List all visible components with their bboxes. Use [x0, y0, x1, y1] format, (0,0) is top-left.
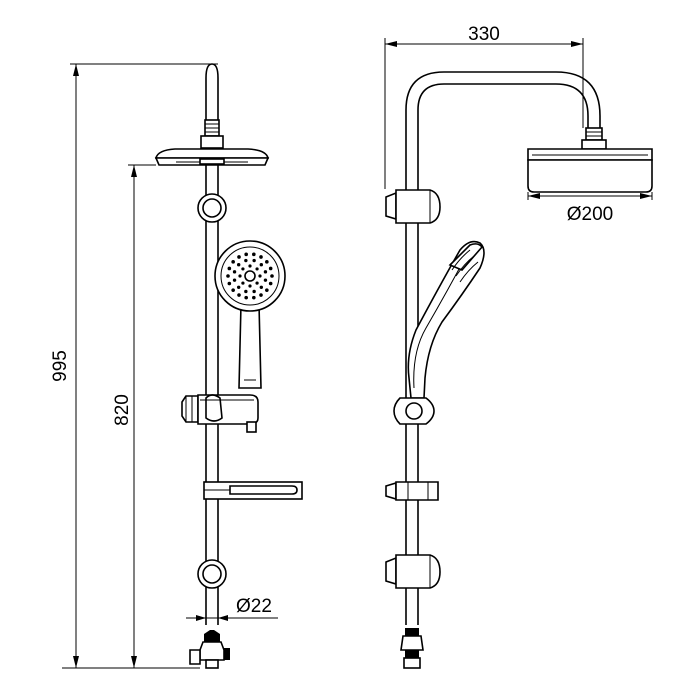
nozzle-dot	[241, 281, 245, 285]
head-height-label: 820	[112, 394, 133, 426]
side-hand-shower	[407, 240, 485, 399]
front-hand-shower-holder	[181, 394, 259, 433]
arm-reach-label: 330	[468, 24, 500, 45]
nozzle-dot	[232, 278, 237, 282]
nozzle-dot	[252, 289, 256, 294]
nozzle-dot	[248, 264, 252, 268]
nozzle-dot	[252, 252, 256, 257]
nozzle-dot	[244, 252, 248, 257]
total-height-label: 995	[50, 350, 71, 382]
side-curved-arm	[405, 71, 607, 189]
nozzle-dot	[236, 262, 241, 267]
front-upper-bracket	[197, 193, 227, 223]
front-overhead-shower-head	[154, 148, 270, 166]
dimension-rail-diameter: Ø22	[186, 592, 278, 624]
nozzle-dot	[236, 285, 241, 290]
nozzle-dot	[265, 260, 269, 264]
nozzle-dot	[263, 270, 268, 274]
side-lower-bracket	[385, 554, 441, 589]
nozzle-dot	[268, 266, 273, 271]
rail-diameter-label: Ø22	[236, 596, 272, 617]
nozzle-dot	[231, 288, 235, 292]
dimension-arm-reach: 330	[384, 24, 584, 189]
nozzle-dot	[227, 266, 232, 271]
nozzle-dot	[259, 255, 263, 259]
nozzle-dot	[259, 285, 264, 290]
front-riser-pipe	[200, 63, 224, 149]
nozzle-dot	[227, 281, 232, 286]
nozzle-dot	[237, 293, 241, 297]
nozzle-dot	[258, 274, 262, 278]
nozzle-dot	[244, 295, 248, 300]
nozzle-dot	[255, 267, 259, 271]
front-view	[154, 63, 303, 669]
side-upper-bracket	[385, 189, 441, 224]
nozzle-dot	[248, 284, 252, 288]
side-hand-shower-holder	[393, 397, 435, 425]
side-view	[385, 71, 653, 669]
side-bottom-connector	[400, 628, 424, 669]
nozzle-dot	[270, 274, 274, 278]
side-soap-dish	[385, 481, 439, 501]
nozzle-dot	[244, 258, 248, 263]
nozzle-dot	[252, 258, 256, 263]
nozzle-dot	[255, 281, 259, 285]
nozzle-dot	[259, 262, 264, 267]
nozzle-dot	[265, 288, 269, 292]
nozzle-dot	[263, 278, 268, 282]
nozzle-dot	[252, 295, 256, 300]
dimension-head-diameter: Ø200	[527, 192, 653, 225]
nozzle-dot	[238, 274, 242, 278]
front-diverter-connector	[189, 630, 230, 669]
dimension-head-height: 820	[112, 164, 156, 668]
front-lower-bracket	[197, 559, 227, 589]
side-overhead-shower-head	[527, 148, 653, 193]
nozzle-dot	[259, 293, 263, 297]
nozzle-dot	[241, 267, 245, 271]
hand-shower-nozzles	[226, 252, 274, 300]
nozzle-dot	[232, 270, 237, 274]
nozzle-dot	[268, 281, 273, 286]
nozzle-dot	[231, 260, 235, 264]
nozzle-dot	[226, 274, 230, 278]
dimension-total-height: 995	[50, 63, 218, 669]
front-soap-dish	[203, 481, 303, 500]
front-hand-shower	[214, 240, 286, 389]
nozzle-dot	[244, 289, 248, 294]
nozzle-dot	[237, 255, 241, 259]
head-diameter-label: Ø200	[567, 204, 613, 225]
